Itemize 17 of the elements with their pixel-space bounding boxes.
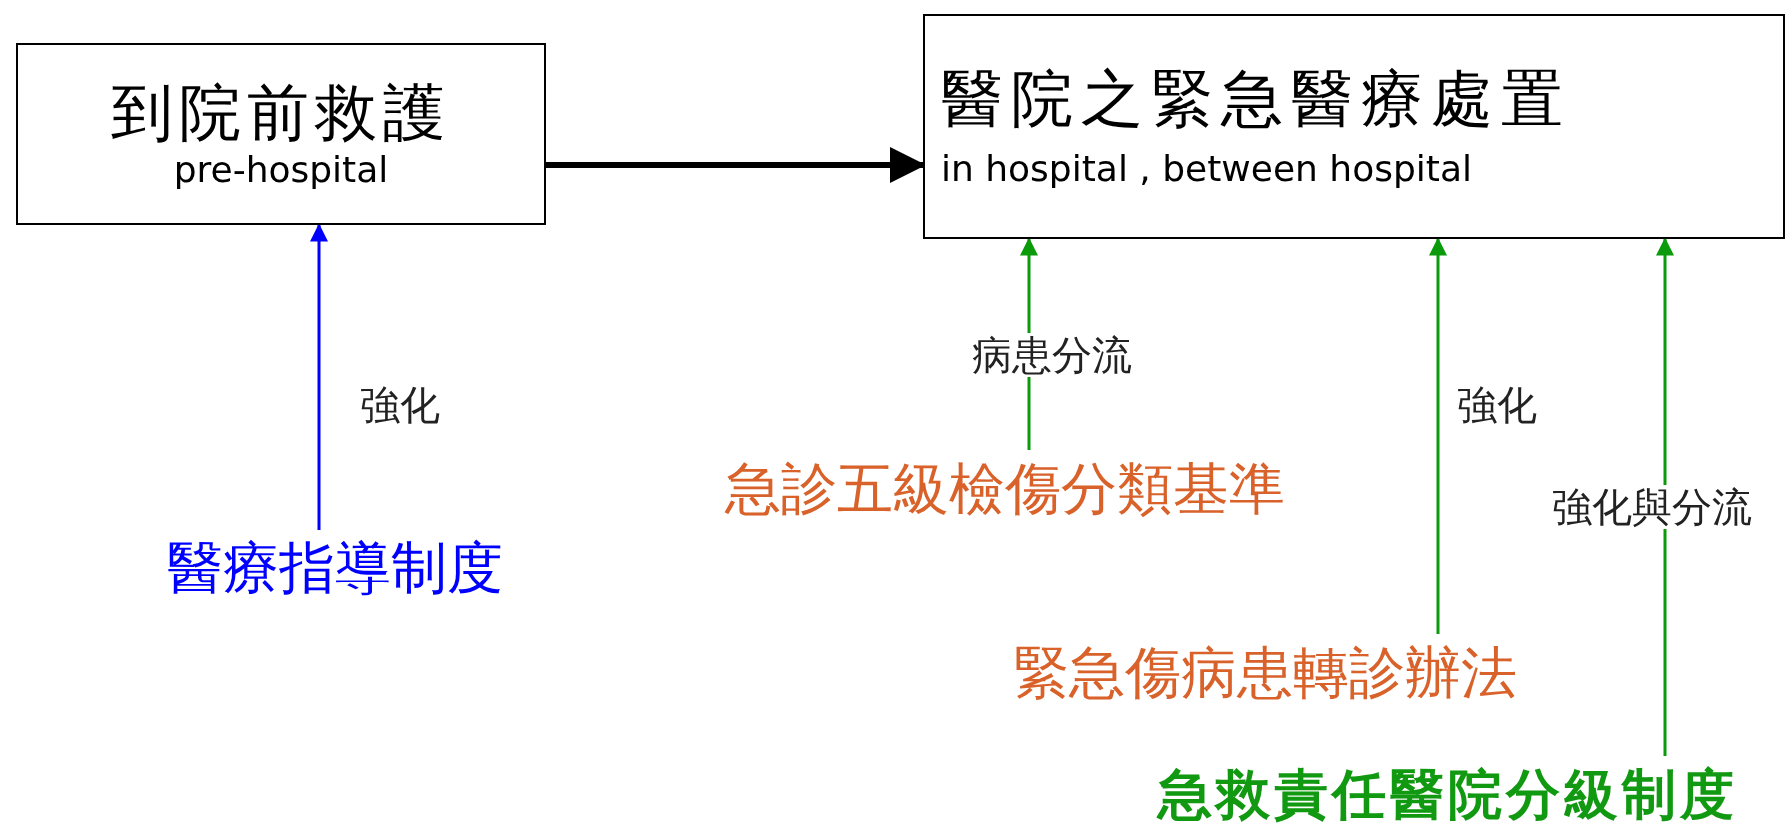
process-box xyxy=(923,14,1785,239)
edge-label: 強化 xyxy=(360,383,440,427)
box-title: 醫院之緊急醫療處置 xyxy=(941,63,1571,135)
edge-label: 病患分流 xyxy=(972,333,1132,377)
box-subtitle: pre-hospital xyxy=(173,148,389,192)
box-title: 到院前救護 xyxy=(111,76,451,149)
arrow xyxy=(1656,237,1674,756)
edge-label: 強化與分流 xyxy=(1552,485,1752,529)
edge-label: 強化 xyxy=(1457,383,1537,427)
policy-text: 急診五級檢傷分類基準 xyxy=(725,455,1285,523)
policy-text: 急救責任醫院分級制度 xyxy=(1158,761,1738,827)
process-box xyxy=(16,43,546,225)
arrow xyxy=(310,223,328,530)
arrow xyxy=(1429,237,1447,634)
box-subtitle: in hospital , between hospital xyxy=(941,146,1472,190)
policy-text: 醫療指導制度 xyxy=(167,533,503,602)
policy-text: 緊急傷病患轉診辦法 xyxy=(1013,639,1517,707)
